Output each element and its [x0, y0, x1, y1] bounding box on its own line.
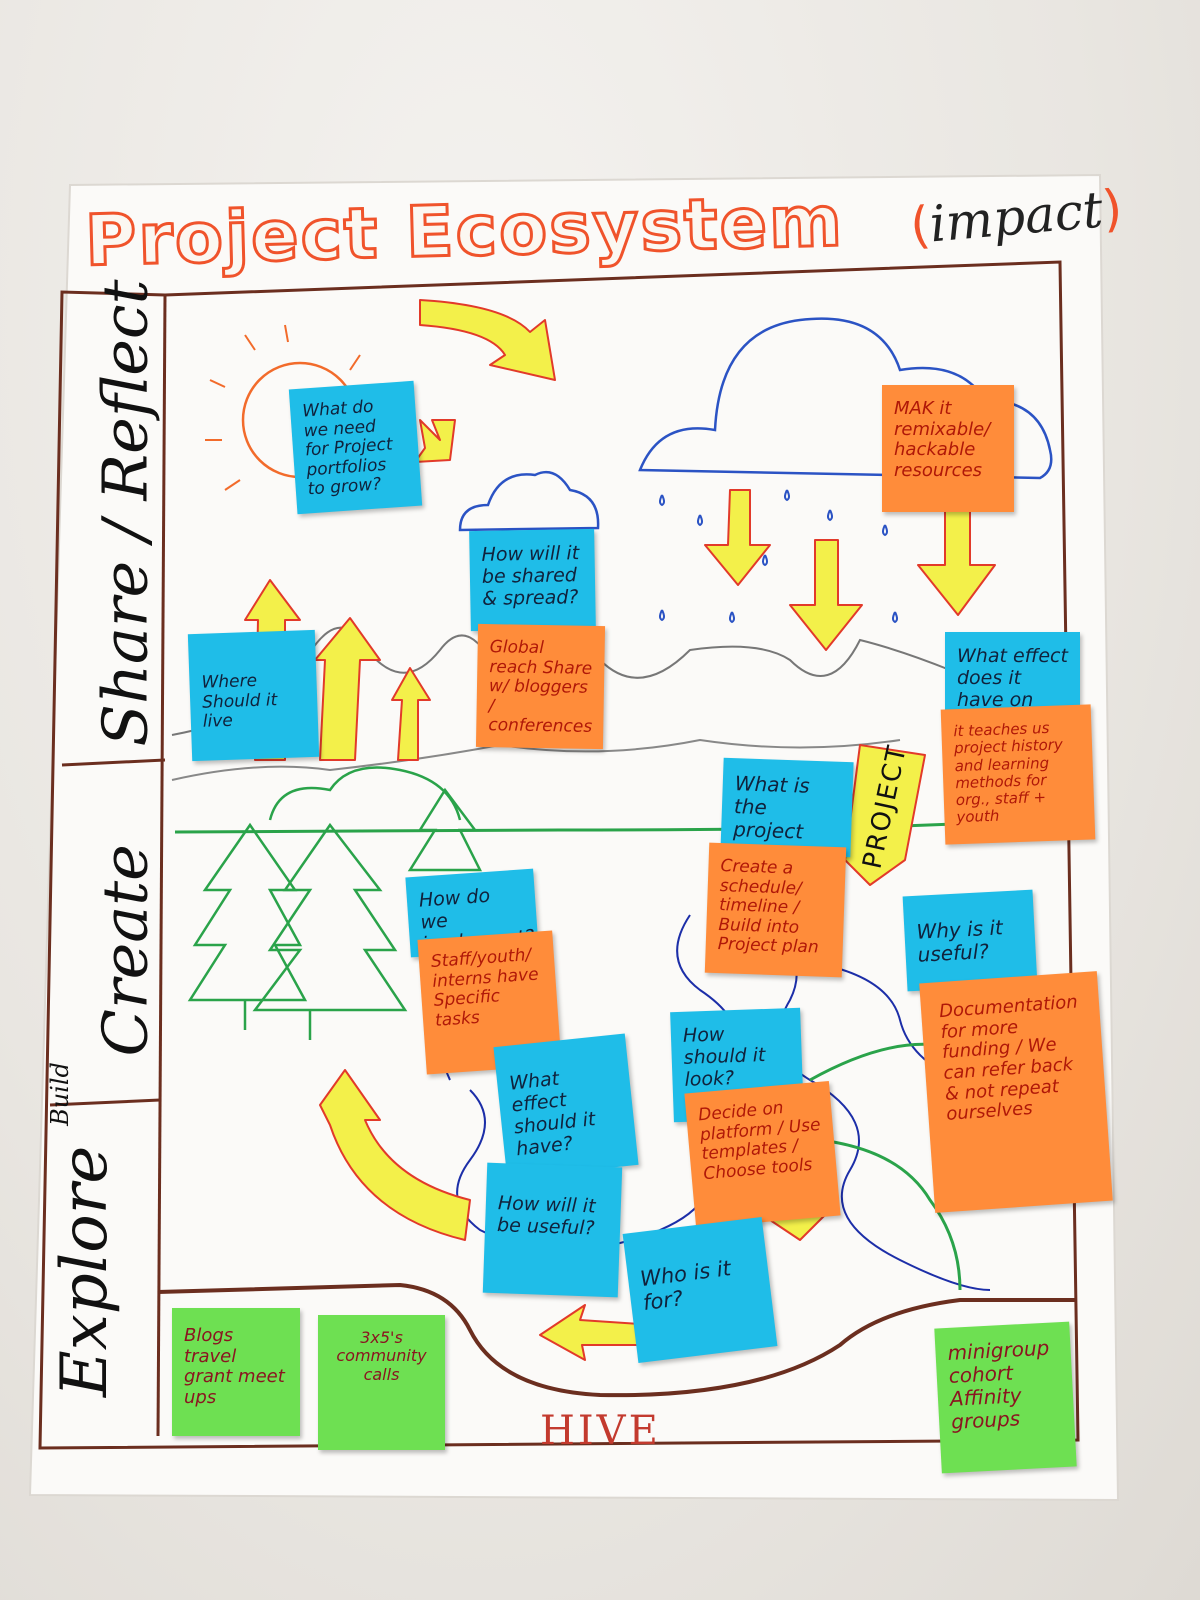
note-cloud-question: How will it be shared & spread?: [469, 529, 596, 631]
note-community-calls: 3x5's community calls: [318, 1315, 445, 1450]
note-where-live: Where Should it live: [188, 630, 319, 761]
note-global-reach: Global reach Share w/ bloggers / confere…: [476, 624, 605, 749]
note-what-is-project: What is the project: [720, 758, 853, 857]
note-what-effect-should: What effect should it have?: [493, 1033, 638, 1178]
side-label-create: Create: [89, 857, 162, 1057]
note-teaches-us: it teaches us project history and learni…: [941, 704, 1096, 844]
note-how-useful: How will it be useful?: [483, 1163, 622, 1298]
note-remixable: MAK it remixable/ hackable resources: [882, 385, 1014, 512]
side-label-share-reflect: Share / Reflect: [89, 307, 162, 747]
note-decide-platform: Decide on platform / Use templates / Cho…: [684, 1081, 840, 1228]
note-blogs: Blogs travel grant meet ups: [172, 1308, 300, 1436]
note-sun-question: What do we need for Project portfolios t…: [289, 381, 422, 514]
side-label-build: Build: [46, 1054, 74, 1134]
note-documentation: Documentation for more funding / We can …: [919, 971, 1113, 1213]
hive-label: HIVE: [540, 1408, 661, 1454]
note-schedule: Create a schedule/ timeline / Build into…: [705, 843, 846, 978]
note-who-for: Who is it for?: [623, 1217, 778, 1363]
note-minigroup: minigroup cohort Affinity groups: [934, 1322, 1076, 1474]
side-label-explore: Explore: [48, 1157, 122, 1397]
